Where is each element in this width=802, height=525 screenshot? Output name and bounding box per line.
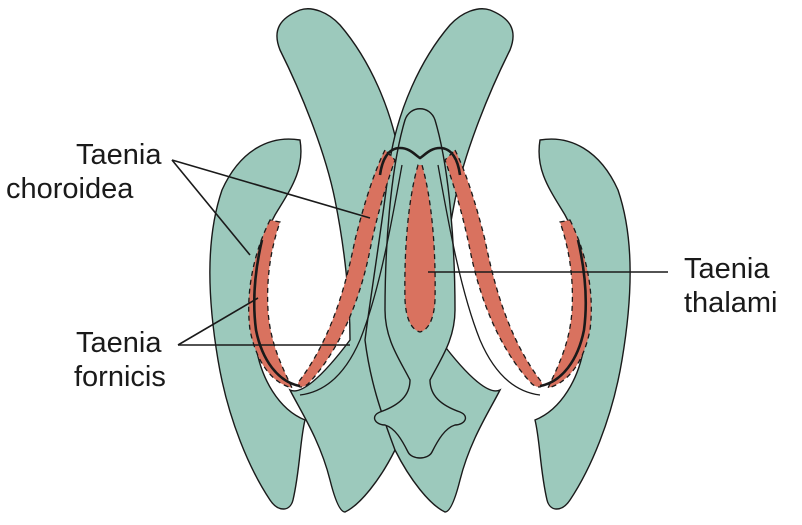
- label-fornicis-line1: Taenia: [76, 327, 162, 359]
- fornicis-leader-a: [177, 297, 259, 346]
- label-fornicis-line2: fornicis: [74, 361, 166, 393]
- choroidea-leader-a: [171, 159, 251, 256]
- label-taenia-thalami: Taenia thalami: [684, 252, 778, 320]
- label-thalami-line2: thalami: [684, 287, 778, 319]
- right-inner-line: [437, 164, 541, 396]
- label-choroidea-line1: Taenia: [76, 139, 162, 171]
- label-thalami-line1: Taenia: [684, 253, 770, 285]
- left-fornix-line: [252, 239, 301, 388]
- left-choroidea-band: [297, 148, 396, 388]
- label-taenia-choroidea: Taenia choroidea: [6, 138, 162, 206]
- thalami-band: [404, 164, 436, 333]
- label-taenia-fornicis: Taenia fornicis: [62, 326, 166, 394]
- right-fornix-line: [539, 239, 588, 388]
- label-choroidea-line2: choroidea: [6, 173, 134, 205]
- choroidea-leader-b: [171, 159, 371, 219]
- top-fold-line: [378, 146, 462, 176]
- right-choroidea-band: [444, 148, 543, 388]
- left-inner-line: [299, 164, 403, 396]
